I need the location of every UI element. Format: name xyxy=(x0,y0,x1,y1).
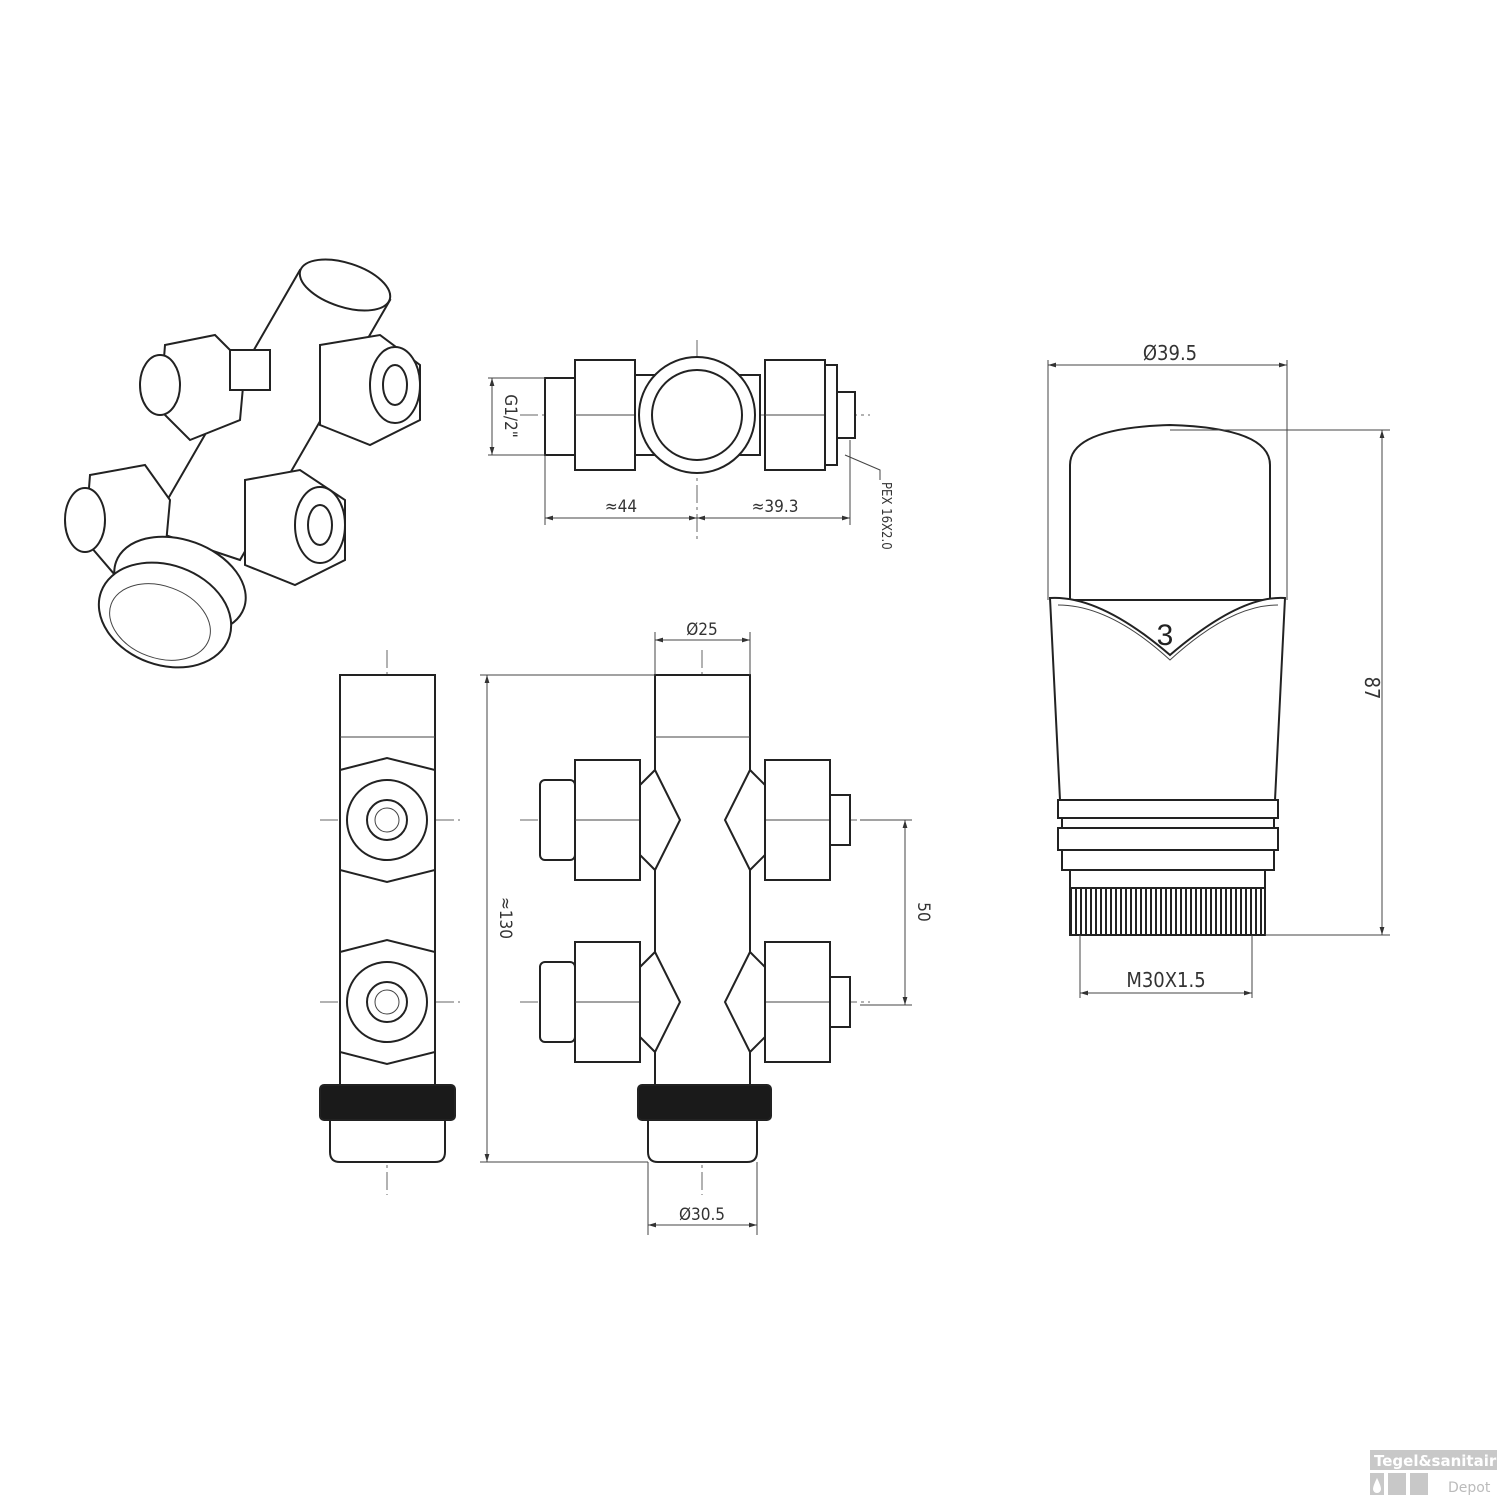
front-view: Ø25 ≈130 50 Ø30.5 xyxy=(480,620,933,1235)
top-view: G1/2" ≈44 ≈39.3 PEX 16X2.0 xyxy=(488,340,893,550)
right-length-label: ≈39.3 xyxy=(752,497,799,517)
thermostat-head: 3 Ø39.5 87 M30X1.5 xyxy=(1047,341,1390,998)
iso-fitting-top-left xyxy=(139,333,271,442)
left-length-label: ≈44 xyxy=(605,497,637,517)
brand-logo: Tegel&sanitair Depot xyxy=(1370,1450,1497,1496)
tube-diameter-label: Ø25 xyxy=(686,620,718,640)
thread-size-label: G1/2" xyxy=(500,394,520,438)
isometric-view xyxy=(64,258,421,669)
setting-number: 3 xyxy=(1157,619,1174,652)
nut-diameter-label: Ø30.5 xyxy=(679,1205,725,1225)
head-height-label: 87 xyxy=(1360,677,1384,700)
water-drop-icon xyxy=(1373,1478,1381,1493)
total-height-label: ≈130 xyxy=(495,897,515,939)
logo-line1: Tegel&sanitair xyxy=(1374,1452,1497,1470)
pex-label: PEX 16X2.0 xyxy=(878,482,893,550)
head-diameter-label: Ø39.5 xyxy=(1143,341,1197,365)
iso-fitting-bottom-right xyxy=(244,468,346,587)
front-fittings xyxy=(539,759,851,1063)
iso-knob xyxy=(97,535,247,669)
side-view xyxy=(319,650,460,1195)
logo-line2: Depot xyxy=(1448,1480,1491,1496)
spacing-label: 50 xyxy=(913,902,933,921)
iso-fitting-top-right xyxy=(319,333,421,447)
thread-label: M30X1.5 xyxy=(1126,968,1205,992)
